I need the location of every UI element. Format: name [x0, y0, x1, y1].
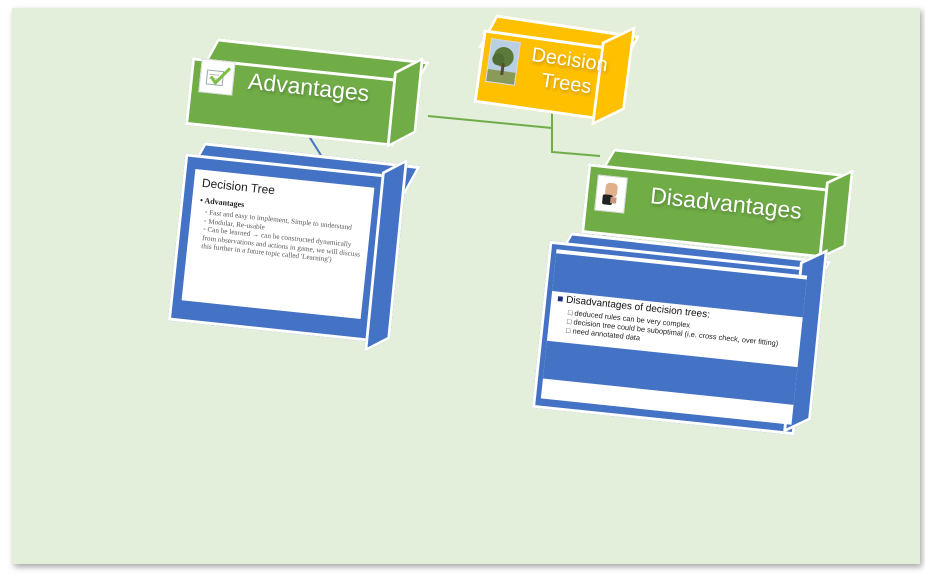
decision-trees-node[interactable]: Decision Trees [473, 14, 648, 127]
advantages-list: ◦ Fast and easy to implement, Simple to … [201, 208, 365, 267]
tree-photo-icon [485, 38, 521, 86]
disadvantages-node[interactable]: Disadvantages [581, 146, 864, 261]
checklist-icon [198, 58, 236, 96]
disadvantages-slide-box[interactable]: ■ Disadvantages of decision trees: □ ded… [531, 232, 840, 436]
advantages-node[interactable]: Advantages [185, 28, 438, 149]
slide-title: Decision Tree [201, 175, 276, 198]
disadvantages-slide: ■ Disadvantages of decision trees: □ ded… [540, 249, 808, 425]
advantages-slide-box[interactable]: Decision Tree • Advantages ◦ Fast and ea… [167, 142, 422, 353]
thumbs-down-icon [594, 174, 628, 214]
slide-heading: • Advantages [199, 195, 245, 210]
advantages-slide: Decision Tree • Advantages ◦ Fast and ea… [181, 168, 375, 320]
slide-bottom-band [542, 340, 798, 405]
